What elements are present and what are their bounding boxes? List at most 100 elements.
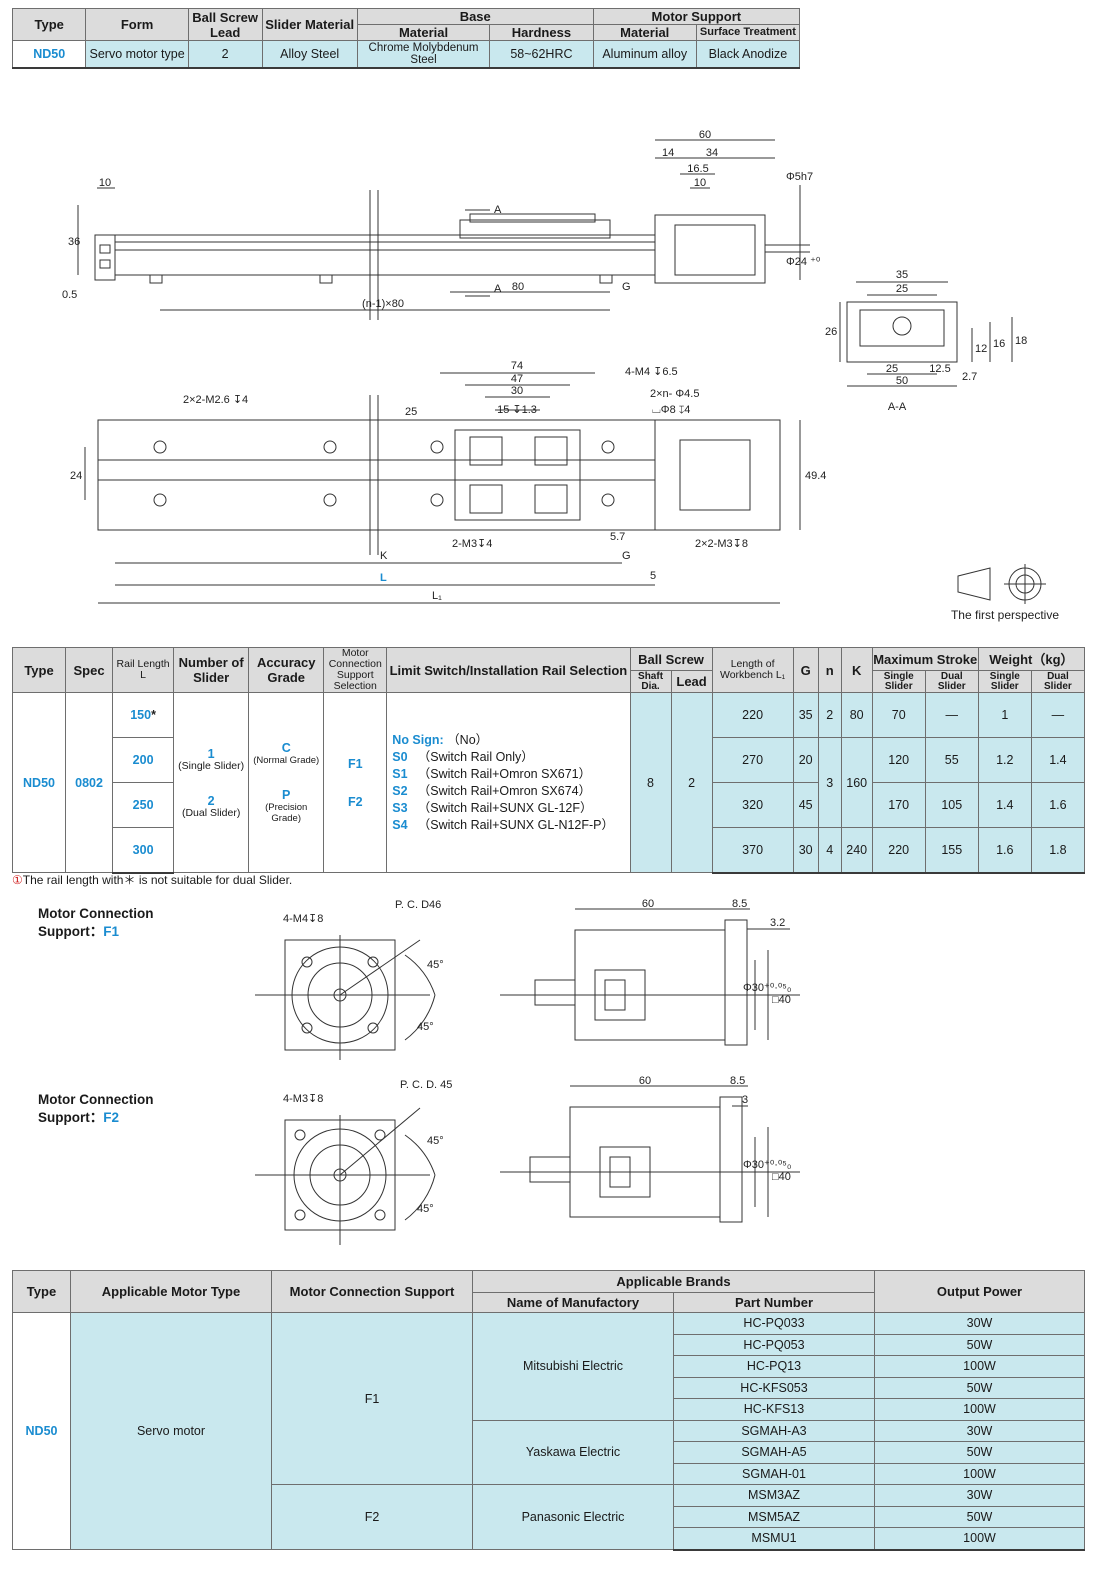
plan-dim-24: 24: [70, 470, 82, 482]
row1-k: 80: [840, 692, 873, 738]
plan-view-drawing: 74 47 30 15 ↧1.3 25 24 49.4 5.7 5 4-M4 ↧…: [70, 360, 826, 604]
aa-dim-50: 50: [896, 375, 908, 387]
sel-col-spec: Spec: [65, 647, 114, 693]
sel-col-stroke-single: Single Slider: [871, 670, 926, 693]
arrow-a-bottom: A: [494, 283, 502, 295]
plan-dim-49-4: 49.4: [805, 470, 826, 482]
row4-g: 30: [792, 827, 819, 874]
sel-col-ball-screw: Ball Screw: [629, 646, 713, 672]
cell-ms-material: Aluminum alloy: [592, 40, 697, 69]
col-ms-surface: Surface Treatment: [695, 24, 801, 41]
sel-col-lead: Lead: [670, 670, 713, 693]
cell-base-material: Chrome Molybdenum Steel: [356, 40, 491, 69]
dim-pitch: (n-1)×80: [362, 298, 404, 310]
aa-dim-12-5: 12.5: [929, 363, 950, 375]
plan-l: L: [380, 572, 387, 584]
f2-angle1: 45°: [427, 1135, 444, 1147]
row2-w-dual: 1.4: [1030, 737, 1086, 783]
limit-desc: （Switch Rail+SUNX GL-12F）: [417, 800, 593, 815]
output-power: 50W: [874, 1505, 1085, 1528]
row2-w-single: 1.2: [977, 737, 1032, 783]
motor-f2-side-view: 60 8.5 3 Φ30⁺⁰·⁰⁵₀ □40: [500, 1075, 800, 1223]
limit-option: No Sign: （No）: [392, 732, 629, 749]
aa-dim-18: 18: [1015, 335, 1027, 347]
brand-col-manufactory: Name of Manufactory: [472, 1292, 674, 1313]
row2-stroke-dual: 55: [924, 737, 979, 783]
part-number: HC-KFS053: [673, 1376, 875, 1399]
cell-type: ND50: [11, 40, 87, 69]
output-power: 30W: [874, 1312, 1085, 1335]
arrow-a-top: A: [494, 204, 502, 216]
plan-m2-6: 2×2-M2.6 ↧4: [183, 394, 248, 406]
sel-col-workbench: Length of Workbench L₁: [711, 647, 794, 693]
slider-desc-2: (Dual Slider): [181, 806, 241, 819]
row4-w-single: 1.6: [977, 827, 1032, 874]
plan-l1: L₁: [432, 590, 442, 602]
dim-60: 60: [699, 129, 711, 141]
sel-col-limit: Limit Switch/Installation Rail Selection: [386, 647, 631, 693]
sel-col-weight: Weight（kg）: [977, 646, 1086, 672]
f1-holes: 4-M4↧8: [283, 913, 323, 925]
row3-stroke-single: 170: [871, 782, 926, 828]
f2-dim-8-5: 8.5: [730, 1075, 745, 1087]
limit-option: S1 （Switch Rail+Omron SX671）: [392, 766, 629, 783]
sel-col-weight-single: Single Slider: [977, 670, 1032, 693]
grade-code-c: C: [281, 741, 291, 755]
rail-length-300: 300: [112, 827, 175, 874]
col-ms-material: Material: [592, 24, 697, 41]
plan-g: G: [622, 550, 631, 562]
limit-code: S0: [392, 749, 408, 764]
rail-length-label: Rail Length: [116, 658, 170, 670]
row2-stroke-single: 120: [871, 737, 926, 783]
row1-stroke-single: 70: [871, 692, 926, 738]
maker-mitsubishi: Mitsubishi Electric: [472, 1312, 674, 1421]
dim-phi5h7: Φ5h7: [786, 171, 813, 183]
f2-dim-60: 60: [639, 1075, 651, 1087]
limit-option: S3 （Switch Rail+SUNX GL-12F）: [392, 800, 629, 817]
motor-f1-front-view: 4-M4↧8 P. C. D46 45° 45°: [255, 900, 444, 1060]
section-aa-drawing: 35 25 26 12 16 18 25 12.5 2.7 50 A-A: [825, 269, 1027, 413]
output-power: 100W: [874, 1398, 1085, 1421]
plan-dim-47: 47: [511, 373, 523, 385]
motor-f2-label-line2: Support：: [38, 1110, 104, 1125]
brand-col-type: Type: [12, 1270, 71, 1313]
dim-14: 14: [662, 147, 674, 159]
plan-dim-74: 74: [511, 360, 523, 372]
f2-dim-phi30: Φ30⁺⁰·⁰⁵₀: [743, 1159, 791, 1171]
dim-g: G: [622, 281, 631, 293]
limit-desc: （Switch Rail+Omron SX674）: [417, 783, 592, 798]
rail-length-200: 200: [112, 737, 175, 783]
row1-w-dual: —: [1030, 692, 1086, 738]
motor-f1-code: F1: [103, 924, 120, 939]
output-power: 100W: [874, 1462, 1085, 1485]
f1-dim-sq40: □40: [772, 994, 791, 1006]
brand-col-motor-type: Applicable Motor Type: [70, 1270, 272, 1313]
part-number: MSMU1: [673, 1527, 875, 1551]
sel-limit-options: No Sign: （No） S0 （Switch Rail Only） S1 （…: [386, 692, 631, 873]
aa-dim-25-bot: 25: [886, 363, 898, 375]
col-base-material: Material: [356, 24, 491, 41]
cell-hardness: 58~62HRC: [489, 40, 594, 69]
part-number: HC-KFS13: [673, 1398, 875, 1421]
output-power: 30W: [874, 1419, 1085, 1442]
sel-col-motor-conn: Motor Connection Support Selection: [323, 647, 388, 693]
sel-col-rail-length: Rail Length L: [112, 647, 175, 693]
brand-type: ND50: [12, 1312, 71, 1550]
plan-counterbore: ⌴Φ8 ↧4: [652, 404, 690, 416]
output-power: 50W: [874, 1333, 1085, 1356]
motor-f1-label-line1: Motor Connection: [38, 906, 154, 921]
sel-col-shaft-dia: Shaft Dia.: [629, 670, 672, 693]
brand-col-brands: Applicable Brands: [472, 1270, 875, 1293]
row4-w-dual: 1.8: [1030, 827, 1086, 874]
col-hardness: Hardness: [489, 24, 594, 41]
plan-dim-5-7: 5.7: [610, 531, 625, 543]
aa-dim-16: 16: [993, 338, 1005, 350]
row4-stroke-single: 220: [871, 827, 926, 874]
sel-col-g: G: [792, 647, 819, 693]
plan-dim-25: 25: [405, 406, 417, 418]
row3-g: 45: [792, 782, 819, 828]
dim-80: 80: [512, 281, 524, 293]
limit-code: No Sign:: [392, 732, 444, 747]
motor-f2-label: Motor Connection Support：F2: [38, 1091, 153, 1127]
perspective-caption: The first perspective: [951, 608, 1059, 622]
